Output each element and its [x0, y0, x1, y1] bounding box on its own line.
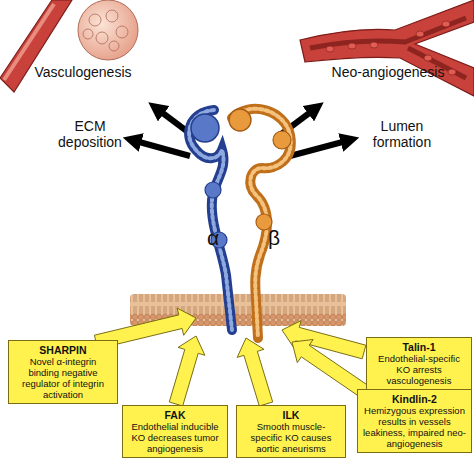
- branching-vessel: [300, 0, 474, 96]
- protein-name: SHARPIN: [13, 344, 113, 356]
- callout-box: SHARPINNovel α-integrin binding negative…: [8, 340, 118, 404]
- process-label: Neo-angiogenesis: [318, 64, 458, 80]
- cell-sphere: [78, 0, 138, 60]
- phenotype-text: Hemizygous expression results in vessels…: [362, 405, 467, 449]
- callout-box: Talin-1Endothelial-specific KO arrests v…: [366, 337, 472, 390]
- phenotype-text: Endothelial-specific KO arrests vasculog…: [371, 353, 467, 386]
- protein-name: ILK: [241, 409, 341, 421]
- phenotype-text: Novel α-integrin binding negative regula…: [13, 356, 113, 400]
- regulator-arrow: [169, 336, 205, 406]
- alpha-integrin: [189, 110, 232, 330]
- subunit-label: α: [203, 226, 223, 250]
- process-label: ECM deposition: [52, 118, 128, 150]
- callout-box: FAKEndothelial inducible KO decreases tu…: [122, 405, 228, 458]
- outcome-arrows: [132, 108, 350, 156]
- regulator-arrows: [94, 308, 372, 406]
- phenotype-text: Endothelial inducible KO decreases tumor…: [127, 421, 223, 454]
- process-label: Lumen formation: [362, 118, 442, 150]
- protein-name: FAK: [127, 409, 223, 421]
- subunit-label: β: [264, 226, 284, 250]
- regulator-arrow: [237, 338, 273, 406]
- beta-integrin: [229, 109, 291, 338]
- protein-name: Talin-1: [371, 341, 467, 353]
- callout-box: Kindlin-2Hemizygous expression results i…: [357, 389, 472, 453]
- process-label: Vasculogenesis: [18, 64, 148, 80]
- protein-name: Kindlin-2: [362, 393, 467, 405]
- callout-box: ILKSmooth muscle-specific KO causes aort…: [236, 405, 346, 458]
- phenotype-text: Smooth muscle-specific KO causes aortic …: [241, 421, 341, 454]
